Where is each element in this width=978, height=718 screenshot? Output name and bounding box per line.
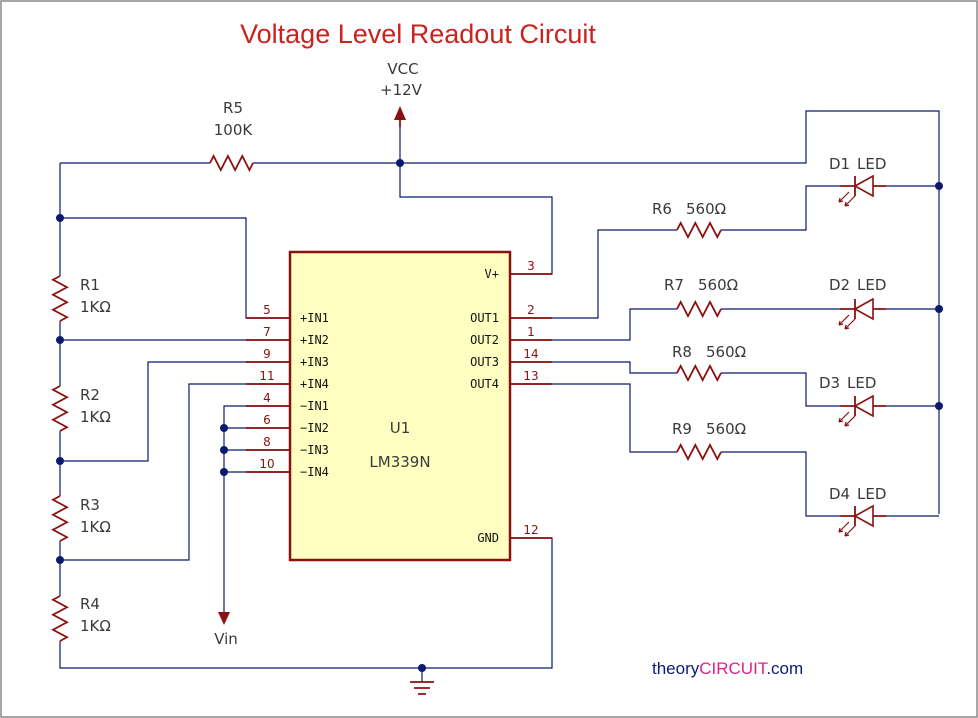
r7-ref: R7	[664, 276, 684, 294]
resistor-r9-icon	[676, 443, 722, 461]
pin-1-num: 1	[527, 325, 535, 339]
r4-ref: R4	[80, 595, 100, 613]
vcc-arrow-icon	[394, 106, 406, 120]
resistor-r6-icon	[676, 221, 722, 239]
d3-ref: D3	[819, 374, 840, 392]
r1-value: 1KΩ	[80, 298, 111, 316]
r2-value: 1KΩ	[80, 408, 111, 426]
junction-dots	[56, 159, 943, 672]
pin-2-num: 2	[527, 303, 535, 317]
brand-part3: .com	[766, 659, 803, 678]
r6-value: 560Ω	[686, 200, 726, 218]
pin-6-num: 6	[263, 413, 271, 427]
r4-value: 1KΩ	[80, 617, 111, 635]
pin-3-num: 3	[527, 259, 535, 273]
r6-ref: R6	[652, 200, 672, 218]
resistor-symbols	[51, 154, 722, 642]
ic-ref: U1	[390, 419, 411, 437]
d2-ref: D2	[829, 276, 850, 294]
r1-ref: R1	[80, 276, 100, 294]
r9-ref: R9	[672, 420, 692, 438]
brand-watermark: theoryCIRCUIT.com	[652, 659, 803, 678]
d1-type: LED	[857, 155, 886, 173]
resistor-r1-icon	[51, 275, 69, 322]
pin-3-name: V+	[485, 267, 499, 281]
led-d3-icon	[838, 394, 886, 427]
pin-5-num: 5	[263, 303, 271, 317]
pin-10-name: −IN4	[300, 465, 329, 479]
pin-8-num: 8	[263, 435, 271, 449]
r8-ref: R8	[672, 343, 692, 361]
led-d4-icon	[838, 504, 886, 537]
vcc-symbol: VCC +12V	[380, 60, 423, 127]
r3-value: 1KΩ	[80, 518, 111, 536]
pin-9-num: 9	[263, 347, 271, 361]
pin-13-num: 13	[523, 369, 538, 383]
r3-ref: R3	[80, 496, 100, 514]
resistor-r5-icon	[209, 154, 254, 172]
vin-label: Vin	[214, 630, 238, 648]
led-labels: D1 LED D2 LED D3 LED D4 LED	[819, 155, 886, 503]
led-d2-icon	[838, 297, 886, 330]
resistor-r8-icon	[676, 364, 722, 382]
vin-terminal: Vin	[214, 612, 238, 648]
pin-14-num: 14	[523, 347, 538, 361]
pin-5-name: +IN1	[300, 311, 329, 325]
pin-10-num: 10	[259, 457, 274, 471]
resistor-r7-icon	[676, 300, 722, 318]
pin-2-name: OUT1	[470, 311, 499, 325]
d3-type: LED	[847, 374, 876, 392]
pin-4-num: 4	[263, 391, 271, 405]
pin-11-num: 11	[259, 369, 274, 383]
pin-6-name: −IN2	[300, 421, 329, 435]
vcc-value: +12V	[380, 81, 423, 99]
led-d1-icon	[838, 174, 886, 207]
pin-12-name: GND	[477, 531, 499, 545]
ground-icon	[410, 681, 434, 695]
r2-ref: R2	[80, 386, 100, 404]
r9-value: 560Ω	[706, 420, 746, 438]
ic-u1: U1 LM339N 5 +IN1 7 +IN2 9 +IN3 11 +IN4 4…	[246, 250, 552, 562]
pin-8-name: −IN3	[300, 443, 329, 457]
diagram-title: Voltage Level Readout Circuit	[240, 19, 596, 49]
pin-7-num: 7	[263, 325, 271, 339]
pin-4-name: −IN1	[300, 399, 329, 413]
pin-7-name: +IN2	[300, 333, 329, 347]
brand-part2: CIRCUIT	[699, 659, 768, 678]
d4-ref: D4	[829, 485, 850, 503]
pin-1-name: OUT2	[470, 333, 499, 347]
r8-value: 560Ω	[706, 343, 746, 361]
vcc-name: VCC	[387, 60, 418, 78]
pin-9-name: +IN3	[300, 355, 329, 369]
ic-part: LM339N	[369, 453, 430, 471]
pin-13-name: OUT4	[470, 377, 499, 391]
resistor-r4-icon	[51, 595, 69, 642]
r5-ref: R5	[223, 99, 243, 117]
vin-arrow-icon	[218, 612, 230, 625]
led-symbols	[838, 174, 886, 537]
pin-11-name: +IN4	[300, 377, 329, 391]
r5-value: 100K	[214, 121, 254, 139]
d1-ref: D1	[829, 155, 850, 173]
d2-type: LED	[857, 276, 886, 294]
brand-part1: theory	[652, 659, 700, 678]
pin-12-num: 12	[523, 523, 538, 537]
ic-pin-stubs	[246, 273, 552, 539]
pin-14-name: OUT3	[470, 355, 499, 369]
resistor-r3-icon	[51, 495, 69, 542]
resistor-r2-icon	[51, 385, 69, 432]
resistor-labels: R5 100K R1 1KΩ R2 1KΩ R3 1KΩ R4 1KΩ R6 5…	[80, 99, 746, 635]
d4-type: LED	[857, 485, 886, 503]
r7-value: 560Ω	[698, 276, 738, 294]
